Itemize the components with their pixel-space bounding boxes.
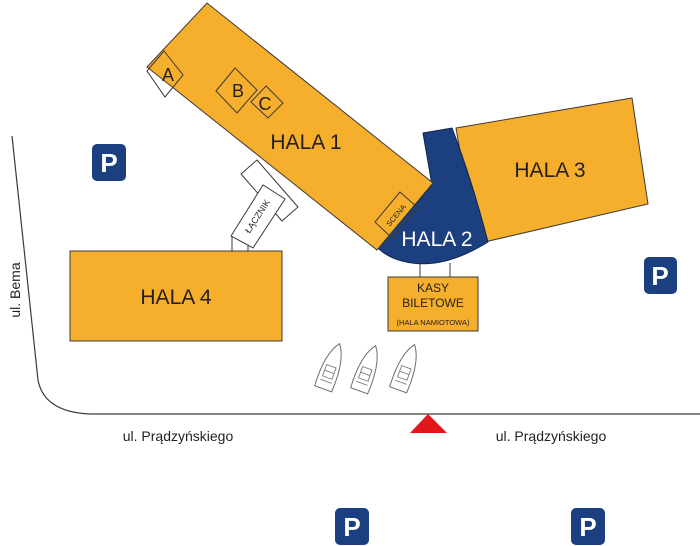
- parking-sign-label: P: [579, 512, 596, 542]
- hala-1[interactable]: [146, 2, 434, 251]
- section-a-label: A: [162, 65, 174, 85]
- hala-3-label: HALA 3: [514, 159, 585, 182]
- hala-1-label: HALA 1: [270, 131, 341, 154]
- parking-sign[interactable]: P: [571, 508, 605, 545]
- parking-sign-label: P: [343, 512, 360, 542]
- parking-sign-label: P: [100, 148, 117, 178]
- hala-4-label: HALA 4: [140, 286, 212, 309]
- section-c-label: C: [259, 94, 272, 114]
- boat-icon: [314, 342, 342, 393]
- parking-sign-label: P: [651, 261, 668, 291]
- ticket-office[interactable]: KASY BILETOWE (HALA NAMIOTOWA): [387, 263, 479, 332]
- boat-icon: [389, 343, 417, 394]
- section-c[interactable]: C: [250, 85, 284, 119]
- section-b-label: B: [232, 81, 244, 101]
- connector-body: [230, 184, 286, 249]
- ticket-office-line1: KASY: [417, 281, 449, 295]
- section-b[interactable]: B: [215, 67, 258, 114]
- entrance-triangle-icon: [410, 414, 447, 433]
- street-pradzynskiego-right-label: ul. Prądzyńskiego: [496, 428, 607, 444]
- parking-sign[interactable]: P: [92, 144, 126, 181]
- hala-2-label: HALA 2: [401, 228, 472, 251]
- parking-sign[interactable]: P: [644, 257, 677, 294]
- ticket-office-line3: (HALA NAMIOTOWA): [397, 318, 470, 327]
- boat-icon: [350, 344, 378, 395]
- hala-2[interactable]: [377, 127, 489, 265]
- connector-lacznik[interactable]: ŁĄCZNIK: [230, 159, 299, 251]
- ticket-office-line2: BILETOWE: [402, 296, 464, 310]
- section-a[interactable]: A: [146, 50, 184, 98]
- parking-sign[interactable]: P: [335, 508, 369, 545]
- ticket-office-box: [387, 276, 479, 332]
- street-bema-label: ul. Bema: [7, 262, 23, 317]
- street-bema-line: [11, 135, 700, 415]
- street-pradzynskiego-left-label: ul. Prądzyńskiego: [123, 428, 234, 444]
- hala-4[interactable]: [69, 250, 283, 342]
